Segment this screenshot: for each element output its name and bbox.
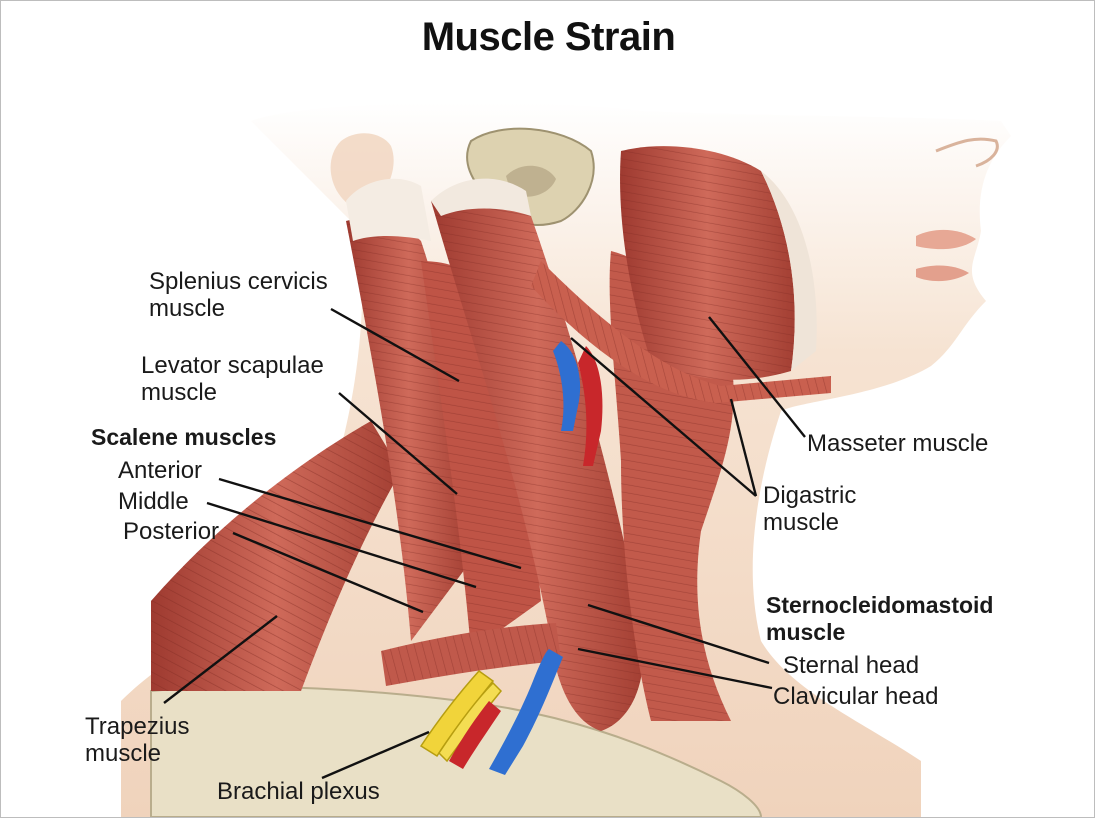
label-clavicular-head: Clavicular head [773,683,939,710]
label-scalene-heading: Scalene muscles [91,424,277,450]
leader-digastric-1 [570,337,757,497]
leader-levator [338,392,458,495]
leader-trapezius [163,615,278,704]
label-masseter: Masseter muscle [807,430,989,457]
leader-brachial [321,730,430,780]
diagram-title: Muscle Strain [421,15,676,59]
label-anterior: Anterior [118,457,203,484]
leader-splenius [330,307,460,383]
leader-anterior [218,477,522,570]
leader-clavicular [577,647,773,690]
leader-middle [206,501,477,589]
label-posterior: Posterior [123,518,220,545]
label-sternocleidomastoid: Sternocleidomastoid muscle [766,592,993,646]
leader-posterior [232,531,424,614]
label-line: muscle [149,295,226,322]
label-middle: Middle [118,488,189,515]
subclavian-vein [489,649,563,775]
label-line: muscle [763,509,840,536]
carotid-artery-upper [578,346,603,466]
label-levator-scapulae: Levator scapulae muscle [141,352,324,406]
label-line: Splenius cervicis [149,268,328,295]
label-brachial-plexus: Brachial plexus [217,778,380,805]
label-trapezius: Trapezius muscle [85,713,189,767]
label-line: Sternocleidomastoid [766,592,994,618]
jugular-vein-upper [553,341,581,431]
label-sternal-head: Sternal head [783,652,920,679]
leader-masseter [708,316,806,438]
label-line: Trapezius [85,713,190,740]
leader-digastric-2 [729,398,758,497]
label-splenius-cervicis: Splenius cervicis muscle [149,268,328,322]
label-line: Digastric [763,482,857,509]
label-line: muscle [141,379,218,406]
label-digastric: Digastric muscle [763,482,856,536]
label-line: Levator scapulae [141,352,324,379]
subclavian-artery [449,701,501,769]
leader-lines [163,307,806,780]
label-line: muscle [85,740,162,767]
leader-sternal [587,603,770,665]
label-line: muscle [766,619,846,645]
